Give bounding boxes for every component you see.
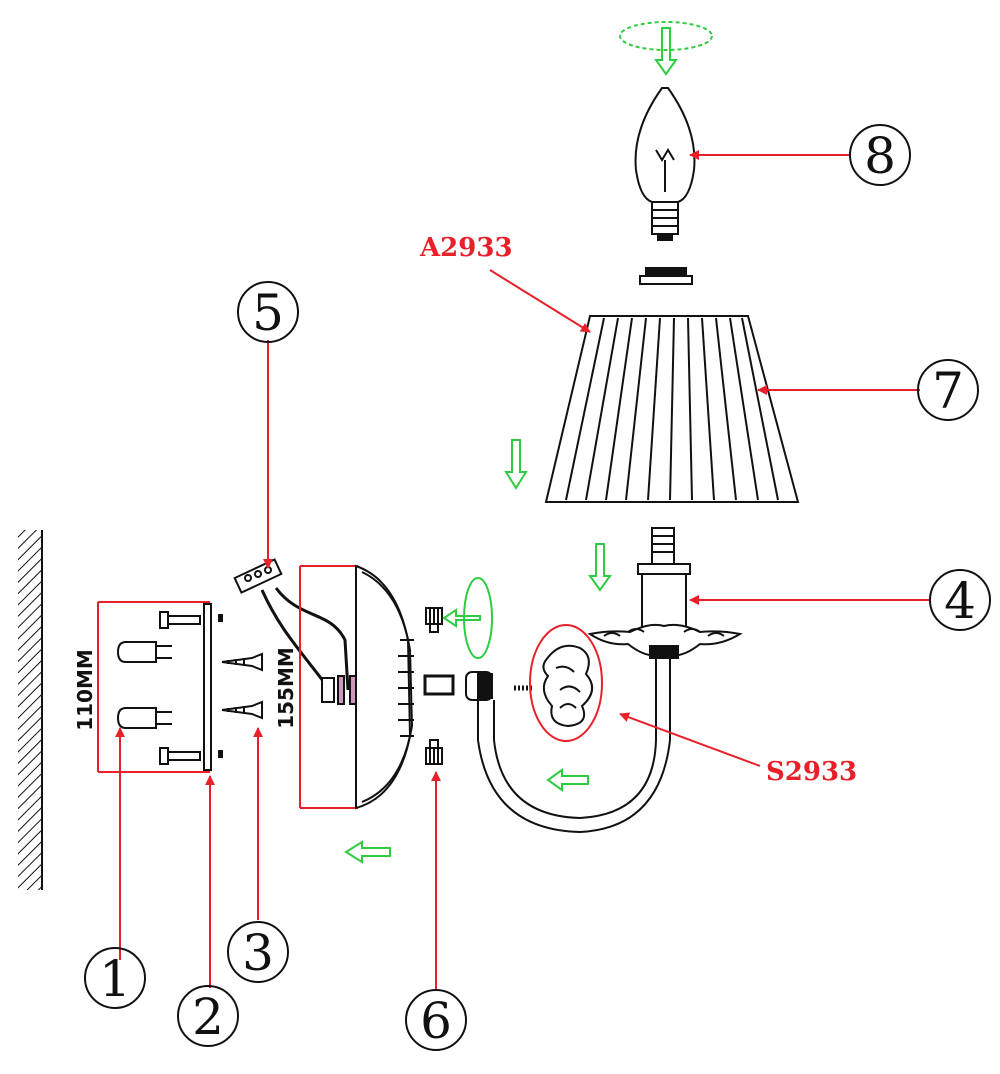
callout-1: 1 (99, 950, 131, 1008)
part-code-s2933: S2933 (766, 757, 857, 787)
wall-anchor (116, 641, 172, 729)
callout-6: 6 (420, 992, 452, 1050)
lampshade (544, 315, 800, 503)
callout-markers (84, 124, 991, 1051)
leader-lines (115, 150, 930, 990)
callout-4: 4 (944, 572, 976, 630)
candle-bulb (634, 87, 696, 241)
knurled-nuts (425, 607, 443, 765)
callout-3: 3 (242, 924, 274, 982)
canopy (355, 564, 414, 810)
callout-8: 8 (864, 127, 896, 185)
callout-5: 5 (252, 284, 284, 342)
coupler (423, 674, 455, 696)
callout-7: 7 (932, 362, 964, 420)
socket-cup (587, 527, 743, 659)
wood-screws (221, 652, 263, 720)
mounting-plate (203, 603, 223, 771)
assembly-arrows (344, 21, 713, 864)
shade-ring (639, 267, 693, 285)
part-code-a2933: A2933 (419, 233, 513, 263)
dimension-110mm: 110MM (73, 601, 210, 773)
lamp-arm (465, 650, 671, 834)
dimension-label-155mm: 155MM (274, 647, 298, 729)
callout-2: 2 (192, 988, 224, 1046)
dimension-label-110mm: 110MM (73, 649, 97, 731)
dimension-155mm: 155MM (274, 565, 358, 809)
mounting-bolts (159, 611, 201, 765)
ornament (514, 624, 603, 742)
wall (18, 530, 43, 890)
